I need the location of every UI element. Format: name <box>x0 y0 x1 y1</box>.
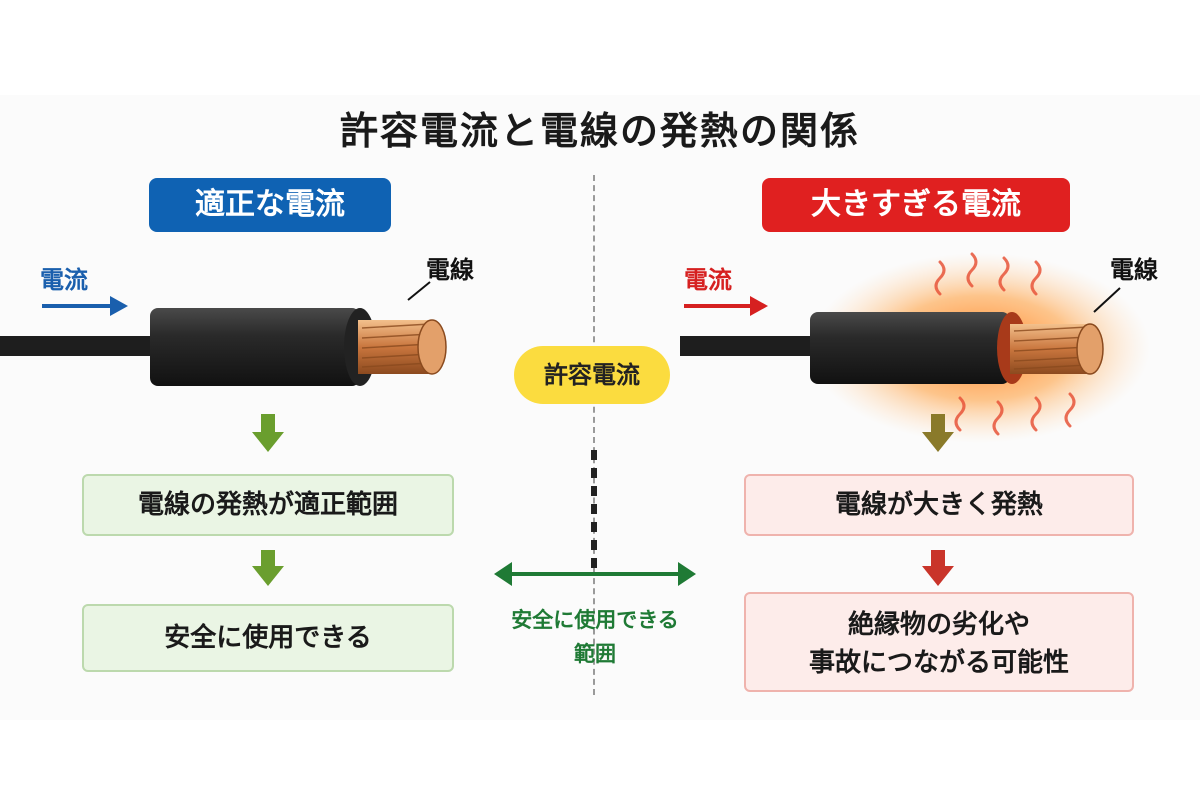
right-current-label: 電流 <box>684 266 732 294</box>
center-divider-bold <box>591 450 597 570</box>
heat-wave-icon <box>934 252 1076 436</box>
right-wire-icon <box>680 287 1121 384</box>
left-box-heat-normal: 電線の発熱が適正範囲 <box>82 474 454 536</box>
allowable-current-pill: 許容電流 <box>514 346 670 404</box>
left-current-arrow <box>42 296 128 316</box>
safe-range-line1: 安全に使用できる <box>511 608 679 632</box>
page-title: 許容電流と電線の発熱の関係 <box>339 109 860 153</box>
left-wire-icon <box>0 281 447 386</box>
excess-current-badge: 大きすぎる電流 <box>762 178 1070 232</box>
left-box-safe-use: 安全に使用できる <box>82 604 454 672</box>
center-divider <box>593 175 595 695</box>
right-down-arrow-2 <box>922 550 954 586</box>
left-current-label: 電流 <box>40 266 88 294</box>
right-current-arrow <box>684 296 768 316</box>
right-wire-label: 電線 <box>1110 256 1158 284</box>
right-down-arrow-1 <box>922 414 954 452</box>
right-box-risk-line2: 事故につながる可能性 <box>808 648 1069 678</box>
right-box-risk-line1: 絶縁物の劣化や <box>847 610 1030 640</box>
left-wire-label: 電線 <box>426 256 474 284</box>
safe-range-label: 安全に使用できる 範囲 <box>482 603 708 671</box>
right-box-heat-large: 電線が大きく発熱 <box>744 474 1134 536</box>
safe-range-line2: 範囲 <box>574 642 616 666</box>
left-down-arrow-2 <box>252 550 284 586</box>
safe-range-double-arrow <box>494 562 696 586</box>
right-box-risk: 絶縁物の劣化や 事故につながる可能性 <box>744 592 1134 692</box>
left-down-arrow-1 <box>252 414 284 452</box>
normal-current-badge: 適正な電流 <box>149 178 391 232</box>
